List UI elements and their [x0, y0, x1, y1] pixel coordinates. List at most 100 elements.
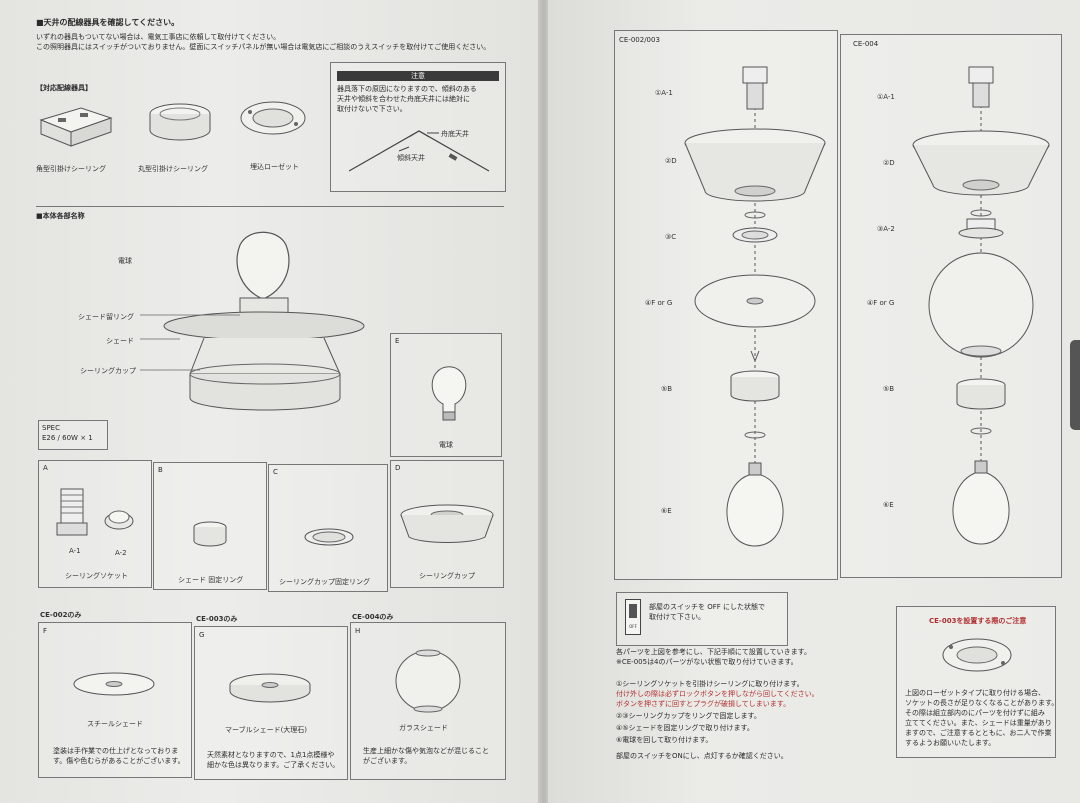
spec-title: SPEC: [42, 424, 60, 432]
shade-box-f-note1: 塗装は手作業での仕上げとなっておりま: [53, 747, 179, 755]
shade-h-model: CE-004のみ: [352, 613, 394, 621]
d2-label-a2: ③A-2: [877, 225, 895, 233]
shade-box-f-letter: F: [43, 627, 48, 635]
part-label-ceiling-cup: シーリングカップ: [80, 367, 136, 375]
part-box-a: A A-1 A-2 シーリングソケット: [38, 460, 152, 588]
instruction-1: ※CE-005は4のパーツがない状態で取り付けていきます。: [616, 658, 798, 666]
diagram2-title: CE-004: [853, 40, 879, 48]
part-box-a-sub2: A-2: [115, 549, 127, 557]
part-box-b-caption: シェード 固定リング: [178, 576, 244, 584]
d2-label-f-or-g: ④F or G: [867, 299, 895, 307]
wall-switch-icon: OFF: [625, 599, 641, 635]
d1-label-f-or-g: ④F or G: [645, 299, 673, 307]
shade-box-h-note2: がございます。: [363, 757, 412, 765]
section1-title: ■天井の配線器具を確認してください。: [36, 18, 180, 27]
part-box-b-letter: B: [158, 466, 163, 474]
spec-value: E26 / 60W × 1: [42, 434, 93, 442]
part-label-bulb: 電球: [118, 257, 132, 265]
fixture-label-rosette: 埋込ローゼット: [250, 163, 299, 171]
shade-box-g-letter: G: [199, 631, 205, 639]
shade-g-model: CE-003のみ: [196, 615, 238, 623]
switch-note-box: OFF 部屋のスイッチを OFF にした状態で 取付けて下さい。: [616, 592, 788, 646]
section1-line1: いずれの器具もついてない場合は、電気工事店に依頼して取付けてください。: [36, 33, 281, 41]
leader-lines: [140, 314, 240, 371]
sloped-ceiling-diagram: [348, 130, 490, 172]
shade-box-g-note2: 細かな色は異なります。ご了承ください。: [207, 761, 340, 769]
caution-text2: 天井や傾斜を合わせた舟底天井には絶対に: [337, 95, 470, 103]
ce003-line-2: その際は組立部内のにパーツを付けずに組み: [905, 709, 1045, 717]
caution-label-boat-ceiling: 舟底天井: [441, 130, 469, 138]
instruction-4: ボタンを押さずに回すとプラグが破損してしまいます。: [616, 700, 791, 708]
ce003-line-1: ソケットの長さが足りなくなることがあります。: [905, 699, 1059, 707]
divider: [36, 206, 504, 207]
supported-title: 【対応配線器具】: [36, 84, 92, 92]
shade-box-g-caption: マーブルシェード(大理石): [225, 726, 308, 734]
left-page: ■天井の配線器具を確認してください。 いずれの器具もついてない場合は、電気工事店…: [0, 0, 540, 803]
marble-shade-icon: [229, 673, 311, 703]
book-gutter: [538, 0, 550, 803]
instruction-6: ④⑤シェードを固定リングで取り付けます。: [616, 724, 754, 732]
switch-off-label: OFF: [629, 624, 637, 629]
fixture-label-round: 丸型引掛けシーリング: [138, 165, 208, 173]
shade-box-h: H ガラスシェード 生産上細かな傷や気泡などが混じること がございます。: [350, 622, 506, 780]
page-edge-tab: [1070, 340, 1080, 430]
part-box-c: C シーリングカップ固定リング: [268, 464, 388, 592]
d1-label-b: ⑤B: [661, 385, 673, 393]
square-ceiling-fixture-illustration: [39, 107, 113, 147]
instruction-0: 各パーツを上図を参考にし、下記手順にて設置していきます。: [616, 648, 811, 656]
shade-box-h-letter: H: [355, 627, 361, 635]
part-label-shade-ring: シェード留リング: [78, 313, 134, 321]
bulb-icon: [431, 366, 467, 421]
caution-box: 注意 器具落下の原因になりますので、傾斜のある 天井や傾斜を合わせた舟底天井には…: [330, 62, 506, 192]
part-box-d-letter: D: [395, 464, 401, 472]
steel-shade-icon: [73, 672, 155, 696]
part-box-c-letter: C: [273, 468, 278, 476]
parts-title: ■本体各部名称: [36, 212, 85, 220]
shade-box-h-note1: 生産上細かな傷や気泡などが混じること: [363, 747, 489, 755]
ceiling-cup-icon: [400, 504, 494, 544]
exploded-view-1: [684, 66, 826, 547]
part-box-a-sub1: A-1: [69, 547, 81, 555]
switch-text1: 部屋のスイッチを OFF にした状態で: [649, 603, 766, 611]
part-box-b: B シェード 固定リング: [153, 462, 267, 590]
instruction-7: ⑥電球を回して取り付けます。: [616, 736, 713, 744]
instruction-8: 部屋のスイッチをONにし、点灯するか確認ください。: [616, 752, 788, 760]
d1-label-d: ②D: [665, 157, 677, 165]
shade-box-h-caption: ガラスシェード: [399, 724, 448, 732]
ce003-note-box: CE-003を設置する際のご注意 上図のローゼットタイプに取り付ける場合、 ソケ…: [896, 606, 1059, 758]
ce003-line-5: するようお願いいたします。: [905, 739, 996, 747]
right-page: CE-002/003 ①A-1 ②D ③C ④F or G ⑤B ⑥E: [548, 0, 1080, 803]
instruction-2: ①シーリングソケットを引掛けシーリングに取り付けます。: [616, 680, 804, 688]
glass-shade-icon: [395, 649, 461, 713]
shade-box-f: F スチールシェード 塗装は手作業での仕上げとなっておりま す。傷や色むらがある…: [38, 622, 192, 778]
d1-label-a1: ①A-1: [655, 89, 673, 97]
d2-label-b: ⑤B: [883, 385, 895, 393]
d2-label-d: ②D: [883, 159, 895, 167]
caution-heading: 注意: [337, 71, 499, 81]
caution-text1: 器具落下の原因になりますので、傾斜のある: [337, 85, 477, 93]
shade-box-f-caption: スチールシェード: [87, 720, 143, 728]
part-box-d-caption: シーリングカップ: [419, 572, 475, 580]
instruction-5: ②③シーリングカップをリングで固定します。: [616, 712, 761, 720]
part-label-shade: シェード: [106, 337, 134, 345]
assembly-diagram-ce002-003: CE-002/003 ①A-1 ②D ③C ④F or G ⑤B ⑥E: [614, 30, 838, 580]
part-box-c-caption: シーリングカップ固定リング: [279, 578, 370, 586]
d1-label-e: ⑥E: [661, 507, 672, 515]
exploded-view-2: [912, 66, 1050, 545]
instruction-3: 付け外しの際は必ずロックボタンを押しながら回してください。: [616, 690, 819, 698]
part-box-d: D シーリングカップ: [390, 460, 504, 588]
cup-ring-icon: [304, 528, 354, 546]
diagram1-title: CE-002/003: [619, 36, 660, 44]
part-box-e-letter: E: [395, 337, 400, 345]
round-ceiling-fixture-illustration: [149, 103, 211, 141]
shade-ring-icon: [193, 521, 227, 547]
ceiling-socket-icon: [56, 488, 134, 536]
part-box-e: E 電球: [390, 333, 502, 457]
ce003-line-0: 上図のローゼットタイプに取り付ける場合、: [905, 689, 1045, 697]
shade-f-model: CE-002のみ: [40, 611, 82, 619]
switch-text2: 取付けて下さい。: [649, 613, 705, 621]
part-box-a-letter: A: [43, 464, 48, 472]
shade-box-g-note1: 天然素材となりますので、1点1点模様や: [207, 751, 335, 759]
part-box-e-caption: 電球: [439, 441, 453, 449]
spec-box: SPEC E26 / 60W × 1: [38, 420, 108, 450]
